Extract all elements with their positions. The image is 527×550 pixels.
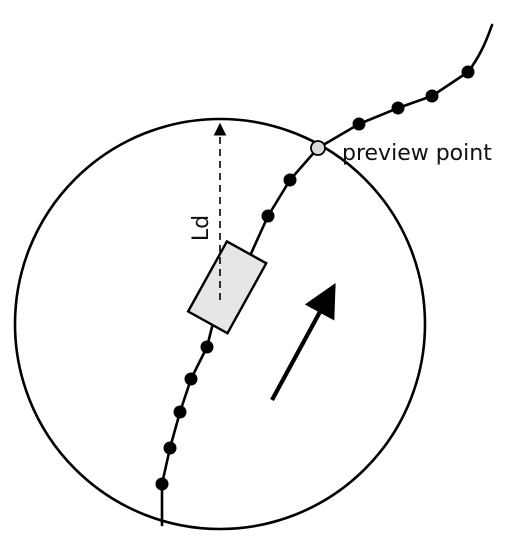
waypoint	[184, 372, 198, 386]
preview-point-marker	[310, 140, 326, 156]
heading-arrow	[270, 283, 336, 402]
ld-label: Ld	[189, 215, 214, 241]
waypoint	[461, 65, 475, 79]
waypoint	[173, 405, 187, 419]
waypoint	[155, 477, 169, 491]
waypoint	[425, 89, 439, 103]
preview-point-label: preview point	[342, 141, 492, 166]
waypoints	[155, 65, 475, 491]
lookahead-circle	[13, 117, 427, 531]
waypoint	[200, 340, 214, 354]
waypoint	[391, 101, 405, 115]
vehicle	[186, 239, 268, 335]
waypoint	[283, 173, 297, 187]
waypoint	[163, 441, 177, 455]
waypoint	[261, 209, 275, 223]
waypoint	[352, 117, 366, 131]
